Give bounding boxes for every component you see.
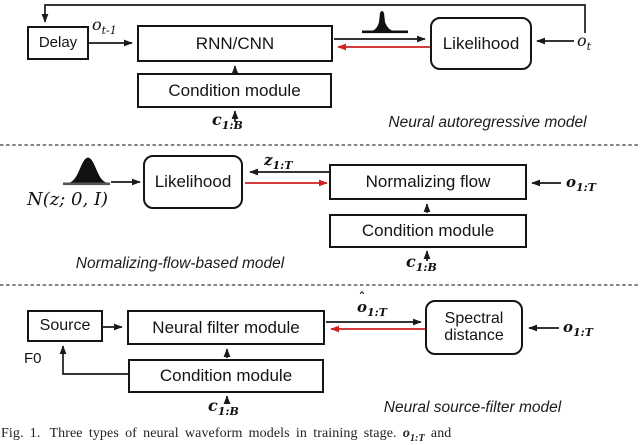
label-prior-gaussian: N(z; 0, I) (27, 189, 109, 210)
section-caption-source-filter: Neural source-filter model (383, 399, 562, 416)
delay-box: Delay (27, 26, 89, 60)
section-caption-autoregressive: Neural autoregressive model (388, 114, 587, 131)
source-box: Source (27, 310, 103, 342)
condition-module-label-1: Condition module (168, 80, 301, 100)
condition-module-label-2: Condition module (361, 221, 495, 241)
rnn-cnn-box: RNN/CNN (137, 25, 333, 62)
delay-label: Delay (38, 34, 78, 52)
label-c-1b-section3: c1:B (208, 396, 239, 419)
label-o-t-minus-1: ot-1 (92, 15, 117, 38)
figure-caption: Fig. 1. Three types of neural waveform mo… (1, 426, 640, 445)
likelihood-label-2: Likelihood (154, 172, 232, 192)
arrow-feedback-ot-to-delay (41, 4, 586, 33)
figure-caption-suffix: and (430, 426, 452, 441)
neural-filter-module-label: Neural filter module (152, 317, 300, 337)
label-c-1b-section2: c1:B (406, 252, 437, 275)
condition-module-label-3: Condition module (159, 366, 293, 386)
normalizing-flow-box: Normalizing flow (329, 164, 527, 200)
distribution-icon-gaussian (67, 157, 109, 183)
label-z-1t: z1:T (264, 151, 293, 172)
figure-caption-number: Fig. 1. (1, 426, 41, 441)
neural-filter-module-box: Neural filter module (127, 310, 325, 345)
section-caption-flow: Normalizing-flow-based model (75, 255, 285, 272)
label-o-1t-section3: o1:T (563, 318, 593, 339)
condition-module-box-2: Condition module (329, 214, 527, 248)
rnn-cnn-label: RNN/CNN (195, 33, 275, 53)
normalizing-flow-label: Normalizing flow (365, 172, 491, 192)
condition-module-box-3: Condition module (128, 359, 324, 393)
distribution-icon-spike (371, 11, 394, 31)
condition-module-box-1: Condition module (137, 73, 332, 108)
label-o-1t-section2: o1:T (566, 173, 596, 194)
arrow-cond3-to-source (59, 345, 128, 375)
likelihood-box-1: Likelihood (430, 17, 532, 70)
distribution-icon-spike-base (362, 30, 408, 34)
likelihood-label-1: Likelihood (442, 33, 520, 53)
likelihood-box-2: Likelihood (143, 155, 243, 209)
label-c-1b-section1: c1:B (212, 110, 243, 133)
label-f0: F0 (24, 350, 42, 367)
source-label: Source (39, 316, 91, 334)
distribution-icon-gaussian-base (63, 182, 110, 186)
figure-caption-body: Three types of neural waveform models in… (49, 426, 397, 441)
spectral-distance-box: Spectral distance (425, 300, 523, 355)
spectral-distance-label: Spectral distance (444, 309, 504, 344)
label-o-t: ot (577, 31, 592, 54)
